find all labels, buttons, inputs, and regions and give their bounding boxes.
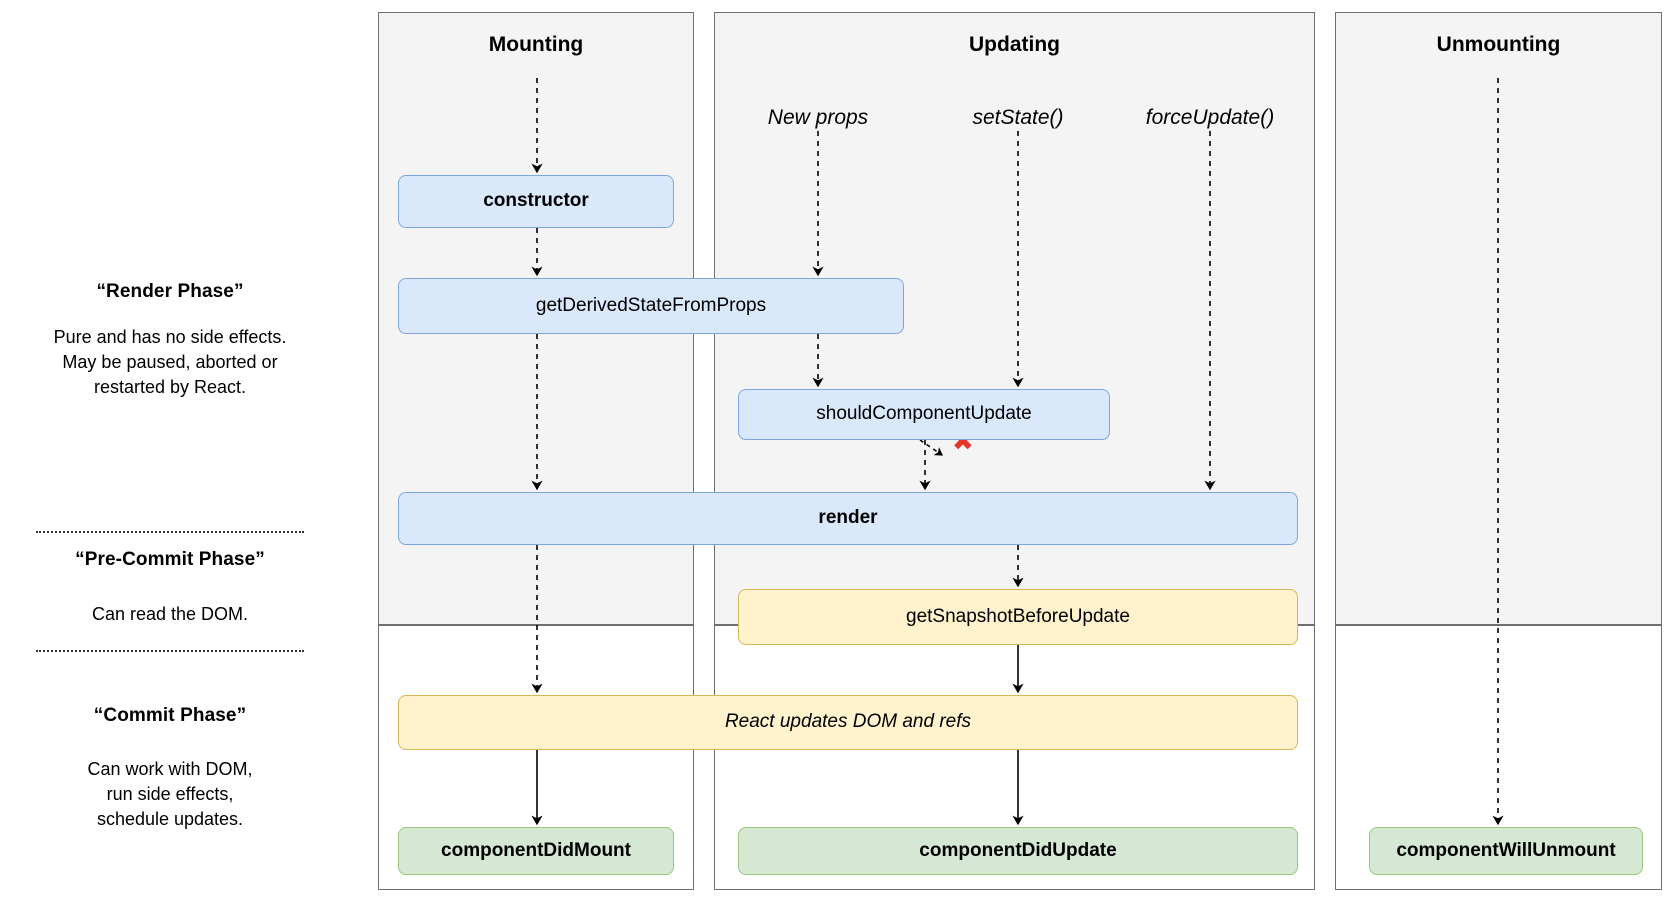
- node-component-will-unmount[interactable]: componentWillUnmount: [1369, 827, 1643, 875]
- node-react-updates-dom-and-refs[interactable]: React updates DOM and refs: [398, 695, 1298, 750]
- legend-pre-commit-phase-line-1: Can read the DOM.: [91, 604, 249, 624]
- node-component-did-update[interactable]: componentDidUpdate: [738, 827, 1298, 875]
- legend-commit-phase-line-2: run side effects,: [106, 784, 234, 804]
- legend-render-phase-title: “Render Phase”: [96, 281, 244, 302]
- column-header-mounting: Mounting: [488, 33, 584, 56]
- legend-divider-bottom: [36, 650, 304, 652]
- node-component-did-mount[interactable]: componentDidMount: [398, 827, 674, 875]
- node-get-derived-state-from-props[interactable]: getDerivedStateFromProps: [398, 278, 904, 334]
- legend-render-phase-line-2: May be paused, aborted or: [62, 352, 278, 372]
- legend-render-phase-description: Pure and has no side effects. May be pau…: [0, 325, 340, 400]
- legend-commit-phase-title: “Commit Phase”: [93, 705, 247, 726]
- trigger-label-new-props: New props: [767, 106, 869, 129]
- legend-commit-phase-line-1: Can work with DOM,: [87, 759, 253, 779]
- legend-render-phase-line-3: restarted by React.: [93, 377, 247, 397]
- node-render[interactable]: render: [398, 492, 1298, 545]
- legend-commit-phase-line-3: schedule updates.: [96, 809, 244, 829]
- legend-pre-commit-phase-description: Can read the DOM.: [0, 602, 340, 627]
- trigger-label-force-update: forceUpdate(): [1145, 106, 1275, 129]
- column-header-updating: Updating: [969, 33, 1060, 56]
- arrow-should-component-update-skip: [919, 439, 943, 456]
- legend-commit-phase-description: Can work with DOM, run side effects, sch…: [0, 757, 340, 832]
- legend-divider-top: [36, 531, 304, 533]
- node-get-snapshot-before-update[interactable]: getSnapshotBeforeUpdate: [738, 589, 1298, 645]
- trigger-label-set-state: setState(): [972, 106, 1064, 129]
- legend-render-phase-line-1: Pure and has no side effects.: [53, 327, 287, 347]
- node-constructor[interactable]: constructor: [398, 175, 674, 228]
- legend-pre-commit-phase-title: “Pre-Commit Phase”: [75, 549, 265, 570]
- node-should-component-update[interactable]: shouldComponentUpdate: [738, 389, 1110, 440]
- column-header-unmounting: Unmounting: [1436, 33, 1561, 56]
